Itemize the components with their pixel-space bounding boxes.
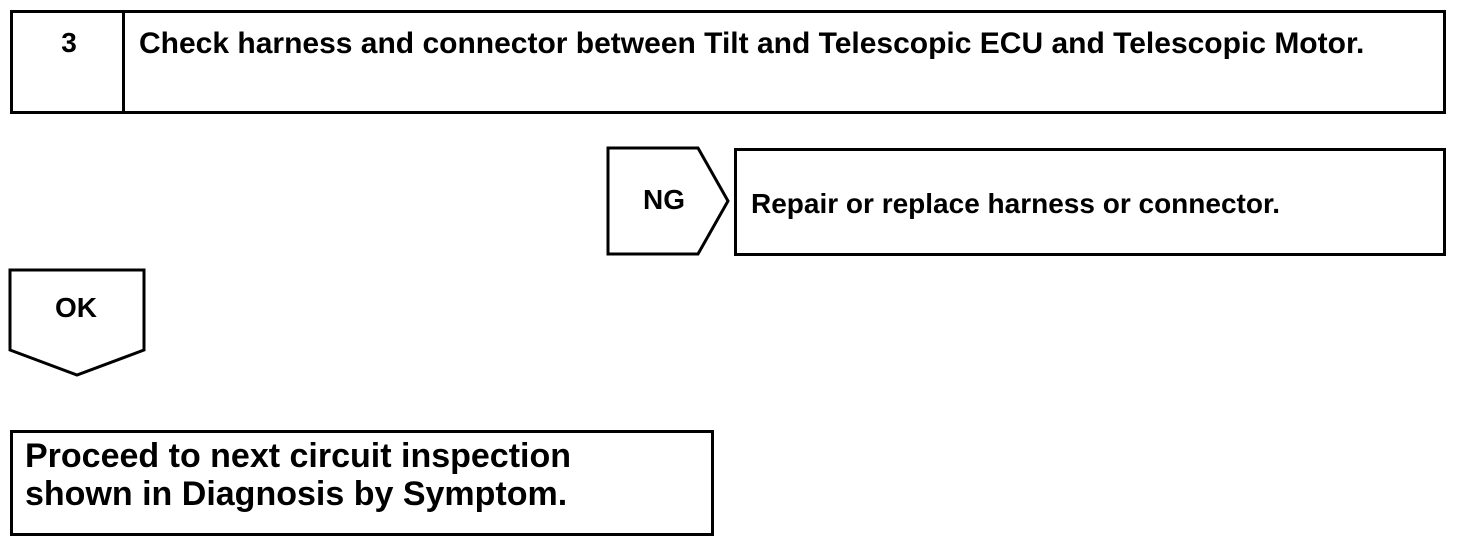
result-line-1: Proceed to next circuit inspection xyxy=(25,437,572,475)
ok-label: OK xyxy=(55,292,97,323)
step-number-cell: 3 xyxy=(13,13,125,111)
ok-arrow-shape xyxy=(8,268,146,377)
step-instruction: Check harness and connector between Tilt… xyxy=(139,27,1365,60)
step-number: 3 xyxy=(61,27,77,58)
step-box: 3 Check harness and connector between Ti… xyxy=(10,10,1446,114)
result-line-2: shown in Diagnosis by Symptom. xyxy=(25,475,568,513)
result-text: Proceed to next circuit inspection shown… xyxy=(25,437,571,513)
ng-label: NG xyxy=(643,184,685,215)
ng-arrow-shape xyxy=(606,146,730,256)
ng-action-box: Repair or replace harness or connector. xyxy=(734,148,1446,256)
ng-action-text: Repair or replace harness or connector. xyxy=(751,188,1281,219)
result-box: Proceed to next circuit inspection shown… xyxy=(10,430,714,536)
